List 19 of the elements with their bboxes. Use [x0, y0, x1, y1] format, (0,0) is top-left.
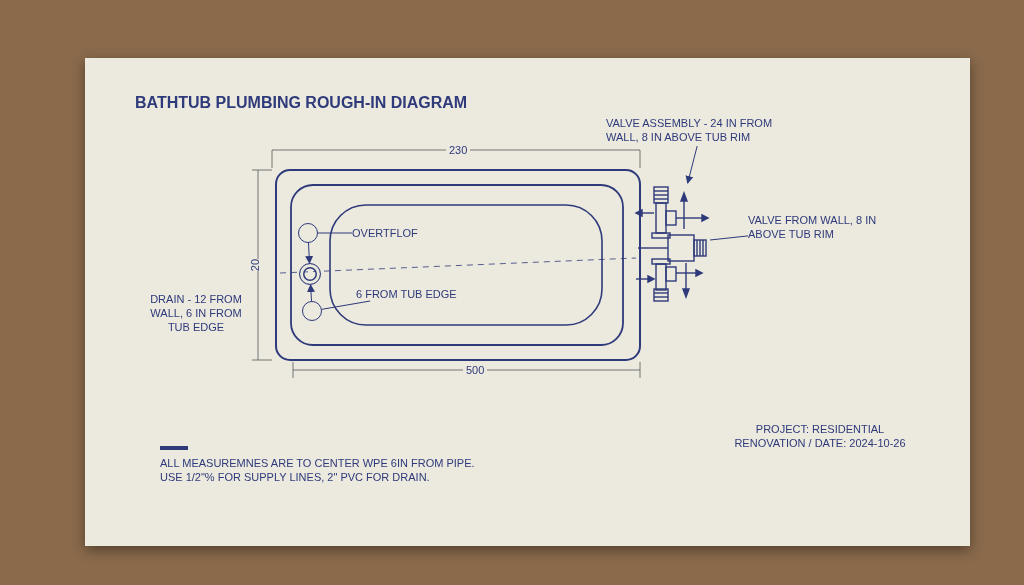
- valve-drawing: [634, 183, 710, 305]
- callout-text: OVERTFLOF: [352, 226, 432, 240]
- drain-note: DRAIN - 12 FROM WALL, 6 IN FROM TUB EDGE: [149, 292, 243, 334]
- overflow-circle: [298, 223, 318, 243]
- callout-text: 6 FROM TUB EDGE: [356, 287, 466, 301]
- dimension-label: 500: [463, 363, 488, 377]
- diagram-title: BATHTUB PLUMBING ROUGH-IN DIAGRAM: [135, 94, 468, 112]
- dimension-label: 230: [446, 143, 471, 157]
- callout-text: VALVE ASSEMBLY - 24 IN FROM WALL, 8 IN ABOVE TUB RIM: [606, 116, 796, 144]
- leader-line: [685, 145, 698, 184]
- arrow: [305, 242, 314, 264]
- leader-line: [321, 300, 371, 310]
- project-info: PROJECT: RESIDENTIAL RENOVATION / DATE: 2024-10-26: [733, 422, 907, 450]
- arrow: [307, 284, 315, 302]
- drain-circle: [299, 263, 321, 285]
- callout-text: VALVE FROM WALL, 8 IN ABOVE TUB RIM: [748, 213, 898, 241]
- leader-line: [709, 235, 749, 241]
- general-note: ALL MEASUREMNES ARE TO CENTER WPE 6IN FROM PIPE. USE 1/2"% FOR SUPPLY LINES, 2" PVC FOR DRAIN.: [160, 456, 476, 484]
- leader-line: [317, 232, 353, 234]
